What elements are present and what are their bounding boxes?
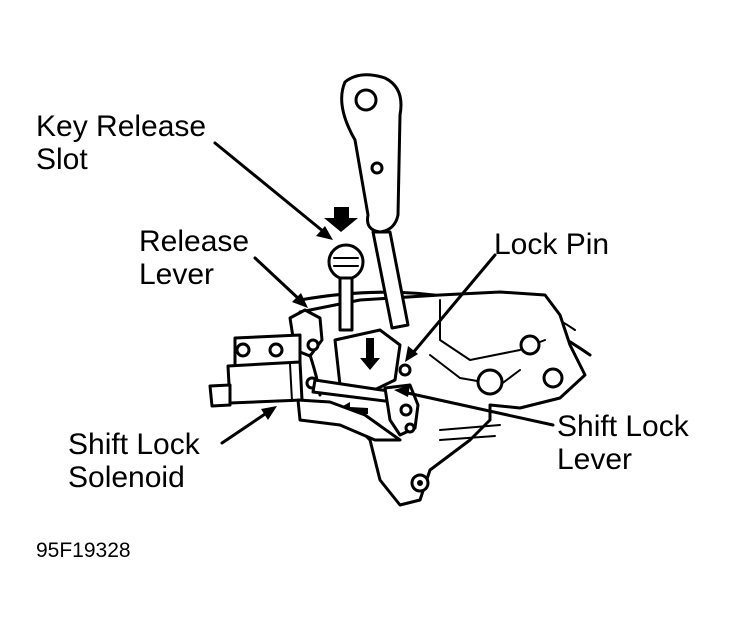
center-down-arrow: [360, 338, 380, 370]
key-release-arrow: [324, 207, 358, 232]
key-release-slot-mark: [333, 257, 359, 267]
label-shift-lock-solenoid-line2: Solenoid: [68, 461, 185, 494]
solenoid-end-cap: [289, 363, 293, 402]
label-shift-lock-lever-line2: Lever: [557, 443, 633, 476]
key-release-button: [327, 243, 365, 281]
label-key-release-slot-line1: Key Release: [36, 110, 207, 143]
housing-bolt-top: [519, 334, 541, 356]
leader-shift-lock-lever: [394, 385, 555, 427]
label-release-lever-line1: Release: [139, 225, 250, 258]
label-shift-lock-lever-line1: Shift Lock: [557, 410, 689, 443]
lower-base-plate: [296, 398, 402, 442]
housing-bolt-right: [542, 367, 564, 389]
leader-key-release-slot: [213, 141, 333, 240]
label-lock-pin: Lock Pin: [494, 228, 610, 261]
handle-hole-mid: [370, 161, 384, 175]
lock-pin: [398, 363, 412, 377]
label-key-release-slot-line2: Slot: [36, 143, 88, 176]
solenoid-mount-bolt-right: [268, 342, 284, 358]
housing-bolt-bottom-center: [417, 480, 423, 486]
label-shift-lock-solenoid-line1: Shift Lock: [68, 428, 200, 461]
figure-code: 95F19328: [36, 539, 131, 562]
solenoid-mount-bolt-left: [235, 342, 251, 358]
release-lever-pivot: [306, 338, 320, 352]
leader-release-lever: [253, 256, 308, 308]
key-release-stem: [338, 276, 354, 332]
shift-lock-lever-pin: [404, 422, 416, 434]
lower-plate-lines: [439, 424, 501, 441]
solenoid-bracket: [208, 383, 232, 408]
leader-lock-pin: [405, 253, 497, 362]
shift-lever-shaft: [371, 230, 410, 330]
handle-hole-top: [354, 88, 378, 112]
leader-shift-lock-solenoid: [220, 406, 277, 445]
shift-lock-lever-pivot: [399, 403, 413, 417]
housing-hole-right: [476, 368, 504, 396]
label-release-lever-line2: Lever: [139, 258, 215, 291]
shift-lever-handle: [340, 73, 403, 234]
